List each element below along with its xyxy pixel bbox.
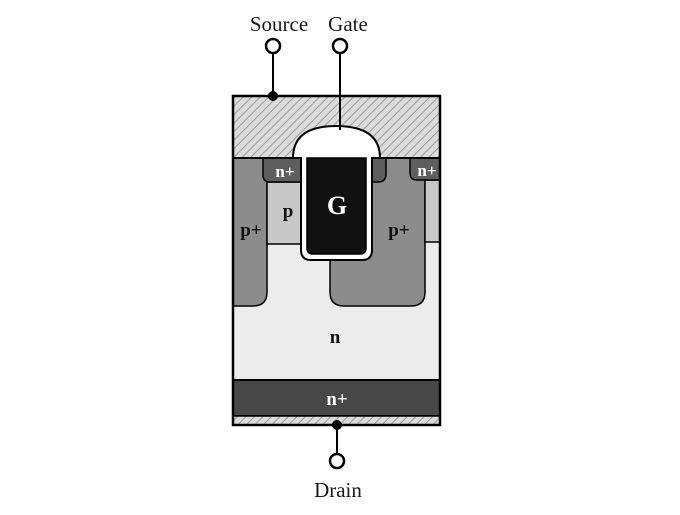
drain-terminal-circle [328,452,346,470]
p-body-label: p [283,201,294,222]
p-plus-right-region [329,157,426,307]
source-terminal-circle [264,37,282,55]
gate-label: Gate [328,12,368,36]
p-plus-left-label: p+ [240,220,261,241]
p-plus-left-region [232,157,268,307]
gate-electrode [306,157,367,255]
gate-electrode-label: G [327,191,347,220]
n-plus-left-label: n+ [275,162,294,181]
drain-label: Drain [314,478,362,502]
n-plus-left-region [262,157,306,183]
p-plus-right-label: p+ [388,220,409,241]
source-label: Source [250,12,308,36]
n-drift-label: n [330,327,341,348]
n-plus-substrate-label: n+ [326,389,347,410]
drain-contact-dot [332,420,342,430]
gate-terminal-circle [331,37,349,55]
source-contact-dot [268,91,278,101]
n-plus-right-region [409,157,441,181]
n-plus-right-label: n+ [417,161,436,180]
p-body-right-strip [424,179,441,243]
